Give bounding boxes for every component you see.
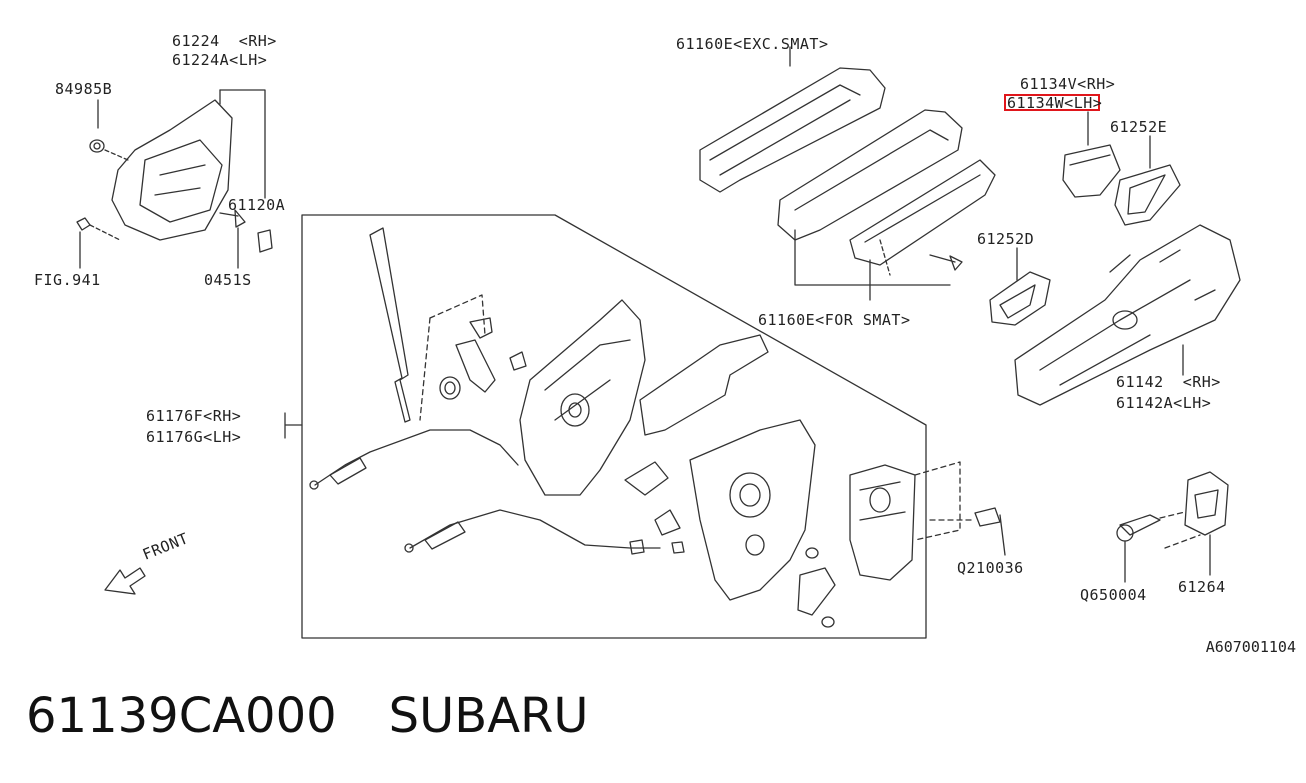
label-61224: 61224 <RH> <box>172 32 277 50</box>
part-number: 61139CA000 <box>26 688 337 744</box>
diagram-reference: A607001104 <box>1205 638 1296 656</box>
front-arrow-icon <box>104 567 146 595</box>
label-61160e-exc: 61160E<EXC.SMAT> <box>676 35 829 53</box>
label-0451s: 0451S <box>204 271 252 289</box>
highlight-box-61134w <box>1004 94 1100 111</box>
label-fig941: FIG.941 <box>34 271 101 289</box>
lock-rod <box>369 227 527 423</box>
label-61142: 61142 <RH> <box>1116 373 1221 391</box>
label-61134w: 61134W<LH> <box>1007 94 1103 112</box>
handle-cap-61134 <box>989 111 1181 326</box>
label-61134v: 61134V<RH> <box>1020 75 1116 93</box>
handle-frame-61142 <box>1014 224 1241 406</box>
door-latch <box>849 461 1006 581</box>
lock-actuator <box>519 299 836 628</box>
label-61142a: 61142A<LH> <box>1116 394 1212 412</box>
label-84985b: 84985B <box>55 80 113 98</box>
label-61176f: 61176F<RH> <box>146 407 242 425</box>
lock-cables <box>309 429 685 555</box>
label-61224a: 61224A<LH> <box>172 51 268 69</box>
label-61160e-for: 61160E<FOR SMAT> <box>758 311 911 329</box>
caption: 61139CA000 SUBARU <box>26 688 641 744</box>
label-q650004: Q650004 <box>1080 586 1147 604</box>
inner-handle-61224 <box>76 89 273 269</box>
label-61252e: 61252E <box>1110 118 1168 136</box>
brand-name: SUBARU <box>388 688 589 744</box>
label-61120a: 61120A <box>228 196 286 214</box>
lock-assembly-box <box>301 214 927 639</box>
label-61264: 61264 <box>1178 578 1226 596</box>
label-q210036: Q210036 <box>957 559 1024 577</box>
outer-handle-61160e <box>699 46 996 301</box>
striker-61264 <box>1116 471 1229 583</box>
label-61252d: 61252D <box>977 230 1035 248</box>
label-61176g: 61176G<LH> <box>146 428 242 446</box>
